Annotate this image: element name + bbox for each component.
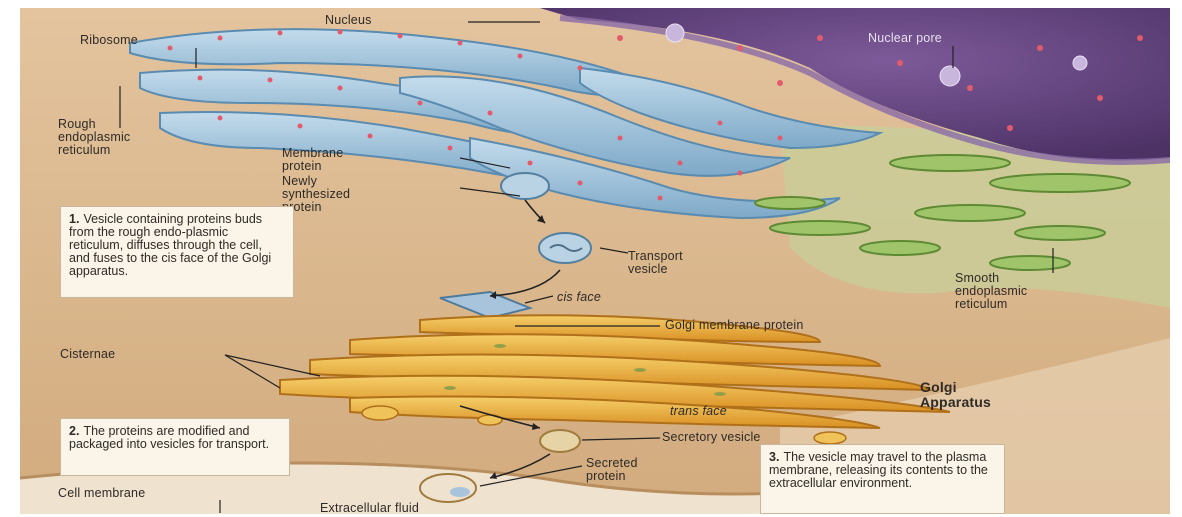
label-cell-membrane: Cell membrane <box>58 487 145 500</box>
label-trans-face: trans face <box>670 405 727 418</box>
diagram: Nucleus Nuclear pore Ribosome Rough endo… <box>20 8 1170 514</box>
step-3-text: The vesicle may travel to the plasma mem… <box>769 450 988 490</box>
label-cis-face: cis face <box>557 291 601 304</box>
label-nuclear-pore: Nuclear pore <box>868 32 942 45</box>
step-1-text: Vesicle containing proteins buds from th… <box>69 212 271 278</box>
label-ribosome: Ribosome <box>80 34 138 47</box>
step-3-number: 3. <box>769 450 779 464</box>
step-1-box: 1.Vesicle containing proteins buds from … <box>60 206 294 298</box>
step-3-box: 3.The vesicle may travel to the plasma m… <box>760 444 1005 514</box>
label-nucleus: Nucleus <box>325 14 372 27</box>
label-golgi-apparatus: Golgi Apparatus <box>920 380 991 410</box>
label-secreted-protein: Secreted protein <box>586 457 638 483</box>
label-membrane-protein: Membrane protein <box>282 147 343 173</box>
label-cisternae: Cisternae <box>60 348 115 361</box>
label-transport-vesicle: Transport vesicle <box>628 250 683 276</box>
step-2-number: 2. <box>69 424 79 438</box>
step-2-text: The proteins are modified and packaged i… <box>69 424 269 451</box>
label-extracellular-fluid: Extracellular fluid <box>320 502 419 515</box>
secretory-vesicle-shape <box>540 430 580 452</box>
step-2-box: 2.The proteins are modified and packaged… <box>60 418 290 476</box>
label-rough-er: Rough endoplasmic reticulum <box>58 118 130 157</box>
label-secretory-vesicle: Secretory vesicle <box>662 431 761 444</box>
label-smooth-er: Smooth endoplasmic reticulum <box>955 272 1027 311</box>
step-1-number: 1. <box>69 212 79 226</box>
label-golgi-membrane-protein: Golgi membrane protein <box>665 319 804 332</box>
